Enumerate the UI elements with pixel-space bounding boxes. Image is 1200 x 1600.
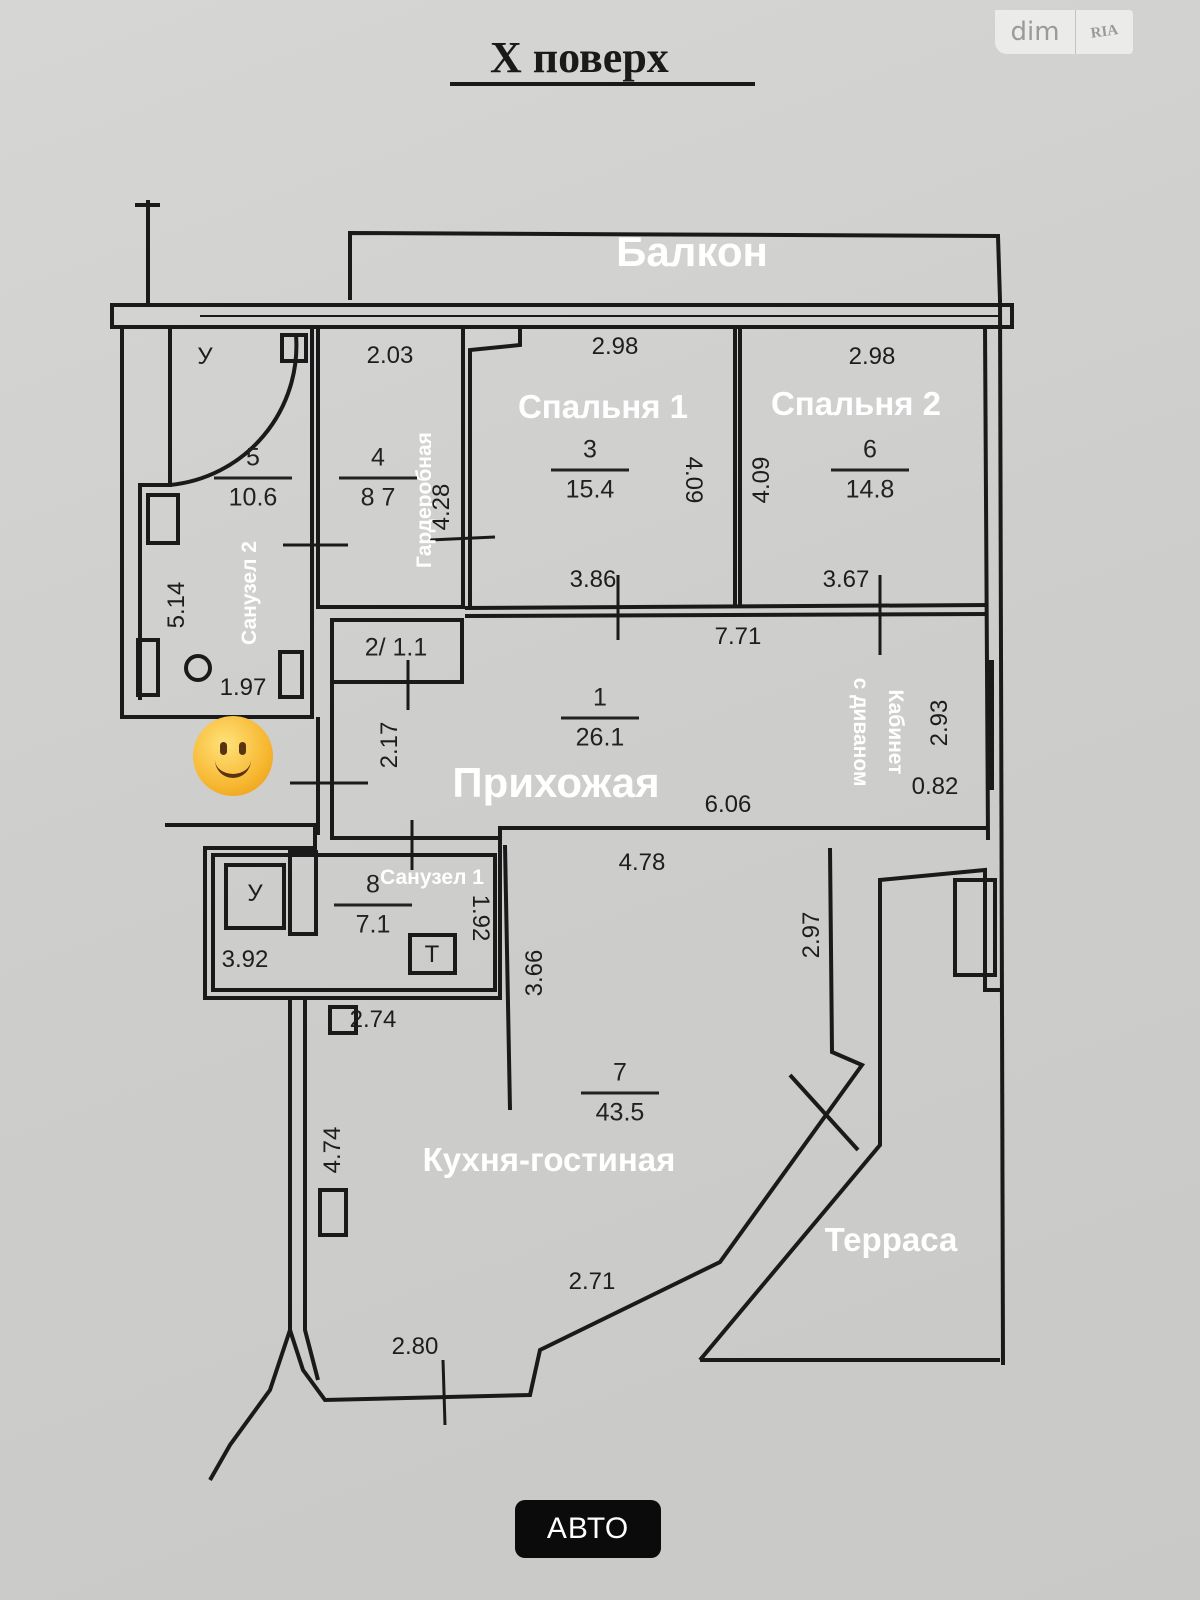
- floor-title: X поверх: [490, 33, 669, 82]
- room-2-area: 2/ 1.1: [364, 633, 428, 662]
- dimension: 2.97: [798, 911, 825, 959]
- dimension: 2.17: [376, 721, 403, 769]
- sink-symbol: У: [247, 880, 263, 907]
- label-balcony: Балкон: [616, 228, 768, 275]
- right-wall-outer: [998, 299, 1005, 1366]
- dimension: 6.06: [704, 791, 752, 818]
- dimension: 2.71: [568, 1268, 616, 1295]
- hall-wall: [330, 620, 988, 840]
- dimension: 3.67: [822, 566, 870, 593]
- label-kitchen: Кухня-гостиная: [422, 1141, 676, 1178]
- dimension: 1.92: [467, 894, 494, 942]
- bedroom1-wall: [468, 327, 522, 608]
- dimension: 5.14: [163, 581, 190, 629]
- label-office-sub: с диваном: [849, 677, 872, 787]
- door-swing: [169, 334, 299, 487]
- dimension: 7.71: [714, 623, 762, 650]
- label-bedroom-1: Спальня 1: [517, 388, 689, 425]
- dimension: 2.03: [366, 342, 414, 369]
- bedroom-bottom-wall: [464, 603, 989, 610]
- label-hall: Прихожая: [452, 759, 660, 806]
- dimension: 0.82: [911, 773, 959, 800]
- dimension: 4.78: [618, 849, 666, 876]
- vent-grid: [953, 878, 997, 977]
- dimension: 2.74: [349, 1006, 397, 1033]
- dimension: 3.92: [221, 946, 269, 973]
- label-bedroom-2: Спальня 2: [770, 385, 942, 422]
- bathroom2-wall: [120, 325, 314, 719]
- stove-symbol: Т: [424, 941, 440, 968]
- balcony-wall: [348, 230, 1002, 301]
- dimension: 3.66: [521, 949, 548, 997]
- dimension: 4.09: [748, 456, 775, 504]
- dimension: 1.97: [219, 674, 267, 701]
- dimension: 4.74: [319, 1126, 346, 1174]
- label-bathroom-2: Санузел 2: [238, 541, 261, 645]
- emoji-eye: [220, 742, 227, 755]
- dimension: 4.28: [428, 483, 455, 531]
- title-underline: [450, 82, 755, 86]
- label-office: Кабинет: [884, 689, 907, 775]
- emoji-mouth: [215, 756, 251, 778]
- dimension: 3.86: [569, 566, 617, 593]
- auto-button[interactable]: АВТО: [515, 1500, 661, 1558]
- dimension: 2.98: [848, 343, 896, 370]
- emoji-eye: [239, 742, 246, 755]
- logo-dim: dim: [995, 10, 1076, 54]
- dimria-logo: dim RIA: [995, 10, 1133, 54]
- wardrobe-wall: [316, 325, 465, 609]
- dimension: 2.93: [926, 699, 953, 747]
- dimension: 4.09: [680, 456, 707, 504]
- sink-symbol: У: [197, 343, 213, 370]
- label-terrace: Терраса: [824, 1221, 958, 1258]
- top-wall: [110, 303, 1014, 329]
- smiley-emoji-icon: [193, 716, 273, 796]
- dimension: 2.98: [591, 333, 639, 360]
- label-bathroom-1: Санузел 1: [380, 866, 484, 889]
- bathroom1-wall: [211, 853, 497, 992]
- kitchen-wall: [288, 847, 866, 1403]
- dimension: 2.80: [391, 1333, 439, 1360]
